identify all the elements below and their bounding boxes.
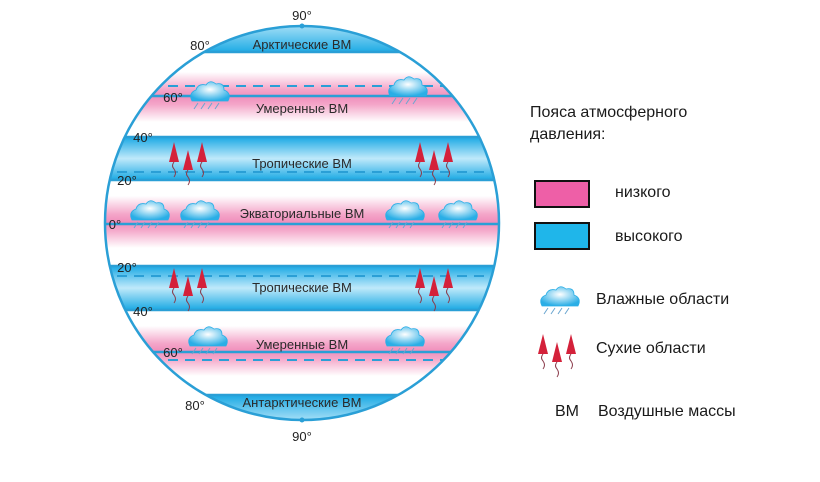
- legend-low-swatch: [534, 180, 590, 208]
- legend-title-line1: Пояса атмосферного: [530, 104, 688, 121]
- lat-s20: 20°: [117, 260, 137, 275]
- legend-high-label: высокого: [615, 228, 683, 245]
- legend-abbr: ВМ: [555, 403, 579, 420]
- lat-n80: 80°: [190, 38, 210, 53]
- lat-s60: 60°: [163, 345, 183, 360]
- lat-s80: 80°: [185, 398, 205, 413]
- legend-dry-label: Сухие области: [596, 340, 706, 357]
- pressure-lines: [105, 85, 499, 361]
- legend-wet-icon: [540, 286, 580, 315]
- band-label-tropical-north: Тропические ВМ: [252, 156, 352, 171]
- band-label-antarctic: Антарктические ВМ: [243, 395, 362, 410]
- legend-low-label: низкого: [615, 184, 671, 201]
- lat-n20: 20°: [117, 173, 137, 188]
- legend-abbr-meaning: Воздушные массы: [598, 403, 736, 420]
- band-label-tropical-south: Тропические ВМ: [252, 280, 352, 295]
- legend-title-line2: давления:: [530, 126, 606, 143]
- lat-equator: 0°: [109, 217, 121, 232]
- globe-bands: [105, 26, 499, 420]
- legend-dry-icon: [538, 334, 576, 377]
- north-pole-dot: [299, 23, 305, 29]
- band-label-temperate-south: Умеренные ВМ: [256, 337, 348, 352]
- legend-wet-label: Влажные области: [596, 291, 730, 308]
- lat-n40: 40°: [133, 130, 153, 145]
- band-label-temperate-north: Умеренные ВМ: [256, 101, 348, 116]
- lat-s90: 90°: [292, 429, 312, 444]
- legend-high-swatch: [534, 222, 590, 250]
- lat-s40: 40°: [133, 304, 153, 319]
- equatorial-band: [105, 196, 499, 248]
- lat-n90: 90°: [292, 8, 312, 23]
- lat-n60: 60°: [163, 90, 183, 105]
- band-label-equatorial: Экваториальные ВМ: [240, 206, 365, 221]
- south-pole-dot: [299, 417, 305, 423]
- band-label-arctic: Арктические ВМ: [253, 37, 352, 52]
